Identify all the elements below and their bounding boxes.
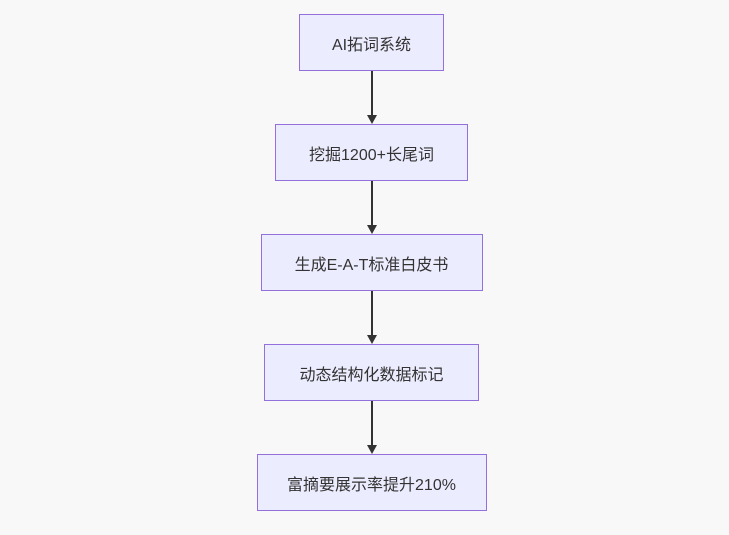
flow-edge-1-2 <box>366 71 377 124</box>
flow-node-ai-keyword-system: AI拓词系统 <box>299 14 444 71</box>
arrow-shaft <box>370 71 373 115</box>
arrowhead-down-icon <box>366 335 377 344</box>
arrowhead-down-icon <box>366 445 377 454</box>
arrow-shaft <box>370 401 373 445</box>
flow-node-label: 动态结构化数据标记 <box>299 366 444 384</box>
flow-edge-2-3 <box>366 181 377 234</box>
flow-node-label: 生成E-A-T标准白皮书 <box>294 256 449 274</box>
flow-node-label: 富摘要展示率提升210% <box>287 476 456 494</box>
flow-node-eat-whitepaper: 生成E-A-T标准白皮书 <box>260 234 483 291</box>
arrow-shaft <box>370 291 373 335</box>
flow-edge-3-4 <box>366 291 377 344</box>
flow-node-label: 挖掘1200+长尾词 <box>309 146 434 164</box>
arrowhead-down-icon <box>366 115 377 124</box>
flow-node-label: AI拓词系统 <box>331 36 412 54</box>
flowchart-column: AI拓词系统 挖掘1200+长尾词 生成E-A-T标准白皮书 动态结构化数据标记 <box>256 14 487 511</box>
flow-edge-4-5 <box>366 401 377 454</box>
arrow-shaft <box>370 181 373 225</box>
arrowhead-down-icon <box>366 225 377 234</box>
flow-node-longtail-mining: 挖掘1200+长尾词 <box>275 124 468 181</box>
flow-node-rich-snippet-uplift: 富摘要展示率提升210% <box>256 454 487 511</box>
flow-node-structured-data-markup: 动态结构化数据标记 <box>264 344 479 401</box>
